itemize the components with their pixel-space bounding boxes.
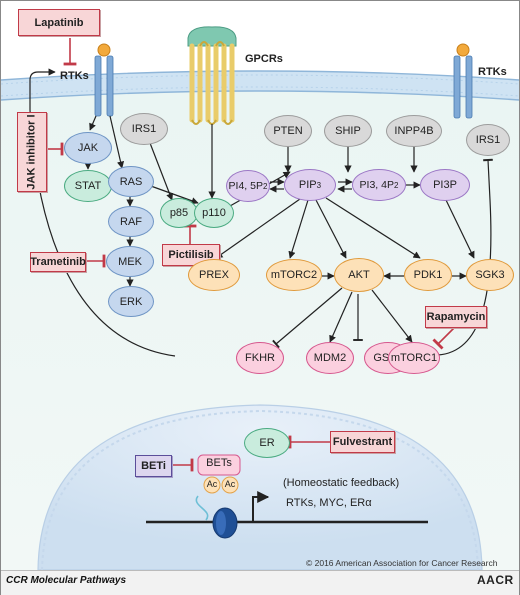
copyright-text: © 2016 American Association for Cancer R…	[306, 558, 498, 568]
er-node: ER	[244, 428, 290, 458]
inpp4b-node: INPP4B	[386, 115, 442, 147]
mek-node: MEK	[106, 246, 154, 277]
pi45p2-base: PI4, 5P	[228, 180, 263, 192]
irs1-right-node: IRS1	[466, 124, 510, 156]
stat-node: STAT	[64, 170, 112, 202]
irs1-left-node: IRS1	[120, 113, 168, 145]
rtk-right-receptor	[453, 43, 473, 119]
lapatinib-box: Lapatinib	[18, 9, 100, 36]
bets-label: BETs	[206, 457, 232, 469]
erk-node: ERK	[108, 286, 154, 317]
rtks-left-label: RTKs	[60, 70, 89, 82]
fkhr-node: FKHR	[236, 342, 284, 374]
mtorc1-node: mTORC1	[388, 342, 440, 374]
ras-node: RAS	[108, 166, 154, 197]
p85-node: p85	[160, 198, 198, 228]
membrane-outer-line	[0, 70, 520, 81]
mdm2-node: MDM2	[306, 342, 354, 374]
pi3p-node: PI3P	[420, 169, 470, 201]
nuclear-envelope	[41, 409, 479, 571]
p110-node: p110	[194, 198, 234, 228]
histone-tail	[195, 495, 209, 521]
homeostatic-feedback-label: (Homeostatic feedback)	[283, 477, 400, 489]
mtorc2-node: mTORC2	[266, 259, 322, 291]
pip3-sub: 3	[316, 180, 322, 190]
beti-box: BETi	[135, 455, 172, 477]
pi34p2-sub: 2	[394, 180, 399, 190]
ac-label-1: Ac	[206, 479, 218, 489]
pip3-base: PIP	[298, 179, 317, 191]
pi34p2-base: PI3, 4P	[359, 179, 394, 191]
akt-node: AKT	[334, 258, 384, 292]
jak-node: JAK	[64, 132, 112, 164]
pten-node: PTEN	[264, 115, 312, 147]
pdk1-node: PDK1	[404, 259, 452, 291]
raf-node: RAF	[108, 206, 154, 237]
bets-complex	[197, 454, 241, 494]
rtk-left-receptor	[94, 43, 114, 117]
footer-bar	[1, 570, 519, 595]
pi45p2-sub: 2	[263, 181, 268, 191]
ship-node: SHIP	[324, 115, 372, 147]
rapamycin-box: Rapamycin	[425, 306, 487, 328]
journal-name: CCR Molecular Pathways	[6, 575, 127, 586]
membrane-texture	[0, 74, 520, 85]
jak-inhibitor-box: JAK inhibitor I	[17, 112, 47, 192]
edges	[29, 38, 493, 472]
fulvestrant-box: Fulvestrant	[330, 431, 395, 453]
gpcrs-label: GPCRs	[245, 53, 283, 65]
trametinib-box: Trametinib	[30, 252, 86, 272]
sgk3-node: SGK3	[466, 259, 514, 291]
gpcr-receptor	[187, 26, 237, 125]
ac-label-2: Ac	[224, 479, 236, 489]
rtks-right-label: RTKs	[478, 66, 507, 78]
membrane-inner-line	[0, 90, 520, 101]
tss-arrow	[252, 491, 270, 522]
target-genes-label: RTKs, MYC, ERα	[286, 497, 372, 509]
jak-inhibitor-label: JAK inhibitor I	[26, 114, 39, 190]
prex-node: PREX	[188, 259, 240, 291]
aacr-logo: AACR	[477, 573, 514, 587]
nucleosome-highlight	[216, 511, 226, 535]
membrane-texture-2	[0, 86, 520, 97]
chromatin	[146, 491, 428, 539]
